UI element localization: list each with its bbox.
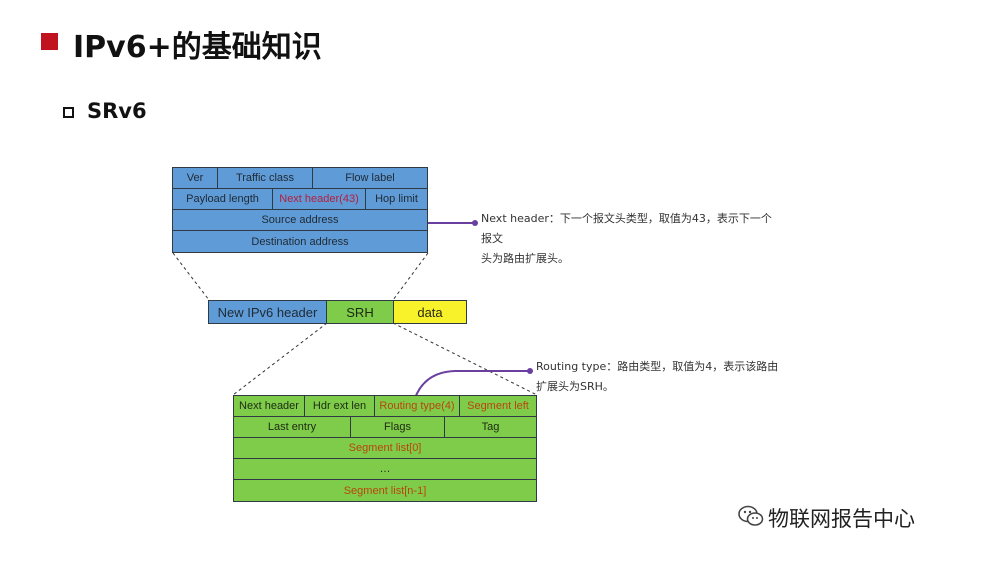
packet-new-ipv6-header: New IPv6 header	[208, 300, 327, 324]
srh-field-segment-left: Segment left	[459, 395, 537, 417]
srh-field-ellipsis: …	[233, 458, 537, 480]
watermark-text: 物联网报告中心	[768, 507, 915, 531]
srh-field-hdr-ext-len: Hdr ext len	[304, 395, 375, 417]
section-subtitle: SRv6	[87, 99, 147, 123]
routing-type-annotation-line2: 扩展头为SRH。	[536, 380, 614, 393]
ipv6-field-traffic-class: Traffic class	[217, 167, 313, 189]
title-bullet-icon	[41, 33, 58, 50]
subtitle-bullet-icon	[63, 107, 74, 118]
srh-field-segment-list-n-1: Segment list[n-1]	[233, 479, 537, 502]
routing-type-annotation: Routing type：路由类型，取值为4，表示该路由 扩展头为SRH。	[536, 357, 786, 397]
packet-srh: SRH	[326, 300, 394, 324]
srh-field-flags: Flags	[350, 416, 445, 438]
srh-field-last-entry: Last entry	[233, 416, 351, 438]
ipv6-field-source-address: Source address	[172, 209, 428, 231]
srh-field-segment-list-0: Segment list[0]	[233, 437, 537, 459]
wechat-icon	[738, 505, 764, 526]
next-header-annotation: Next header：下一个报文头类型，取值为43，表示下一个报文 头为路由扩…	[481, 209, 781, 269]
srh-field-next-header: Next header	[233, 395, 305, 417]
page-title: IPv6+的基础知识	[73, 30, 322, 65]
packet-data: data	[393, 300, 467, 324]
ipv6-field-payload-length: Payload length	[172, 188, 273, 210]
ipv6-field-next-header: Next header(43)	[272, 188, 366, 210]
ipv6-field-hop-limit: Hop limit	[365, 188, 428, 210]
ipv6-field-ver: Ver	[172, 167, 218, 189]
srh-field-tag: Tag	[444, 416, 537, 438]
ipv6-field-flow-label: Flow label	[312, 167, 428, 189]
ipv6-field-destination-address: Destination address	[172, 230, 428, 253]
srh-field-routing-type: Routing type(4)	[374, 395, 460, 417]
next-header-annotation-line1: Next header：下一个报文头类型，取值为43，表示下一个报文	[481, 212, 772, 245]
next-header-annotation-line2: 头为路由扩展头。	[481, 252, 569, 265]
routing-type-annotation-line1: Routing type：路由类型，取值为4，表示该路由	[536, 360, 779, 373]
